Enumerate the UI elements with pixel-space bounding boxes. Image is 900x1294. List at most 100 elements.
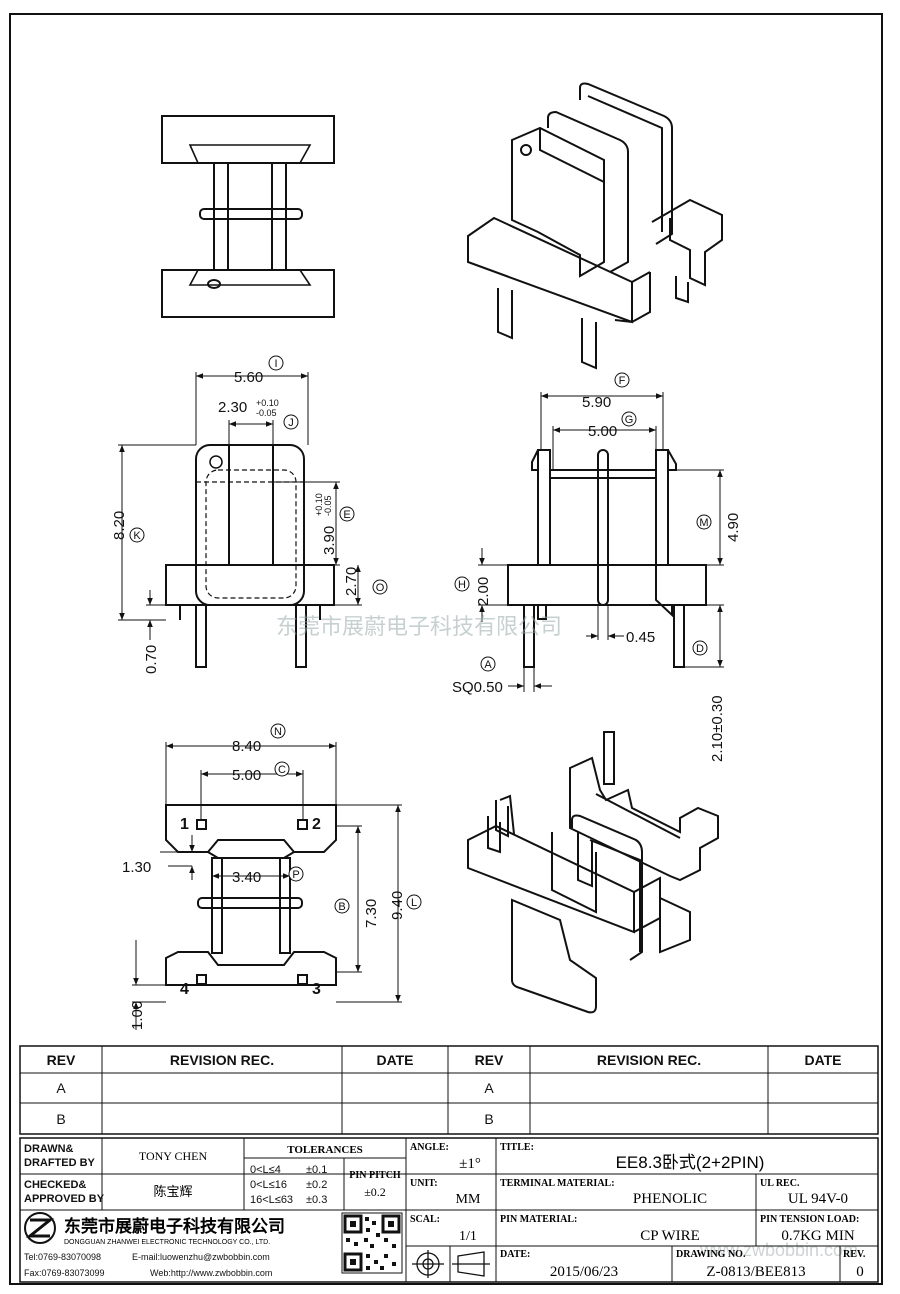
- angle-label: ANGLE:: [410, 1142, 449, 1153]
- tag-h: H: [458, 579, 466, 591]
- watermark-url: www.zwbobbin.com: [699, 1240, 858, 1260]
- dim-d: 2.10±0.30: [709, 695, 726, 762]
- tolerances-label: TOLERANCES: [287, 1144, 363, 1156]
- company-web: Web:http://www.zwbobbin.com: [150, 1268, 272, 1278]
- dim-h: 2.00: [475, 577, 492, 606]
- title-label: TITLE:: [500, 1142, 534, 1153]
- checked-label-line2: APPROVED BY: [24, 1193, 105, 1205]
- dim-n: 8.40: [232, 738, 261, 755]
- tol-value-2: ±0.2: [306, 1179, 327, 1191]
- date-value: 2015/06/23: [550, 1264, 618, 1280]
- rev-header-rev-1: REV: [47, 1052, 76, 1068]
- dim-g: 5.00: [588, 423, 617, 440]
- front-view: [118, 372, 362, 668]
- scale-value: 1/1: [459, 1229, 477, 1244]
- bottom-view: [132, 742, 402, 1030]
- rev-row-a-2: A: [484, 1080, 494, 1096]
- isometric-view-top: [467, 82, 723, 370]
- tag-i: I: [274, 358, 277, 370]
- company-email: E-mail:luowenzhu@zwbobbin.com: [132, 1252, 270, 1262]
- tag-o: O: [376, 582, 385, 594]
- date-label: DATE:: [500, 1249, 530, 1260]
- rev-row-a-1: A: [56, 1080, 66, 1096]
- side-view: [478, 392, 724, 692]
- unit-value: MM: [456, 1192, 481, 1207]
- dim-f: 5.90: [582, 394, 611, 411]
- tag-c: C: [278, 764, 286, 776]
- drawn-value: TONY CHEN: [139, 1149, 208, 1163]
- tag-k: K: [133, 530, 141, 542]
- pin-material-label: PIN MATERIAL:: [500, 1214, 577, 1225]
- dim-k: 8.20: [111, 511, 128, 540]
- pin-label-3: 3: [312, 981, 321, 998]
- dim-a: SQ0.50: [452, 679, 503, 696]
- company-name-cn: 东莞市展蔚电子科技有限公司: [64, 1216, 285, 1236]
- pin-pitch-value: ±0.2: [364, 1185, 386, 1199]
- dim-130: 1.30: [122, 859, 151, 876]
- tol-value-1: ±0.1: [306, 1164, 327, 1176]
- drawn-label-line2: DRAFTED BY: [24, 1157, 96, 1169]
- tag-n: N: [274, 726, 282, 738]
- dim-100: 1.00: [129, 1001, 146, 1030]
- checked-value: 陈宝辉: [153, 1184, 192, 1199]
- pin-label-1: 1: [180, 816, 189, 833]
- tag-e: E: [343, 509, 350, 521]
- tag-p: P: [292, 869, 299, 881]
- checked-label-line1: CHECKED&: [24, 1179, 86, 1191]
- tag-m: M: [699, 517, 708, 529]
- rev-row-b-1: B: [56, 1111, 65, 1127]
- tag-l: L: [411, 897, 417, 909]
- angle-value: ±1°: [459, 1156, 481, 1172]
- title-value: EE8.3卧式(2+2PIN): [616, 1153, 765, 1172]
- dim-e: 3.90: [321, 526, 338, 555]
- sheet-border: [9, 13, 883, 1285]
- dim-i: 5.60: [234, 369, 263, 386]
- company-logo-icon: [24, 1212, 56, 1244]
- dim-e-tol-dn: -0.05: [323, 495, 333, 516]
- dim-j-tol-dn: -0.05: [256, 408, 277, 418]
- dim-j: 2.30: [218, 399, 247, 416]
- tag-f: F: [619, 375, 626, 387]
- rev-row-b-2: B: [484, 1111, 493, 1127]
- dim-j-tol-up: +0.10: [256, 398, 279, 408]
- isometric-view-bottom: [467, 731, 719, 1014]
- unit-label: UNIT:: [410, 1178, 438, 1189]
- top-view: [161, 115, 335, 318]
- dim-b: 7.30: [363, 899, 380, 928]
- scale-label: SCAL:: [410, 1214, 440, 1225]
- rev-header-date-1: DATE: [376, 1052, 413, 1068]
- dim-045: 0.45: [626, 629, 655, 646]
- dim-c: 5.00: [232, 767, 261, 784]
- qr-code-icon: [341, 1212, 403, 1274]
- rev-header-date-2: DATE: [804, 1052, 841, 1068]
- projection-symbol-icon: [412, 1250, 490, 1278]
- pin-label-4: 4: [180, 981, 189, 998]
- ul-rec-label: UL REC.: [760, 1178, 800, 1189]
- pin-material-value: CP WIRE: [640, 1228, 700, 1244]
- dim-p: 3.40: [232, 869, 261, 886]
- dim-m: 4.90: [725, 513, 742, 542]
- terminal-material-value: PHENOLIC: [633, 1191, 707, 1207]
- dim-o: 2.70: [343, 567, 360, 596]
- pin-tension-value: 0.7KG MIN: [781, 1228, 854, 1244]
- pin-pitch-label: PIN PITCH: [349, 1170, 401, 1181]
- tag-g: G: [625, 414, 634, 426]
- company-tel: Tel:0769-83070098: [24, 1252, 101, 1262]
- company-fax: Fax:0769-83073099: [24, 1268, 105, 1278]
- ul-rec-value: UL 94V-0: [788, 1191, 848, 1207]
- tol-value-3: ±0.3: [306, 1194, 327, 1206]
- rev-label: REV.: [843, 1249, 866, 1260]
- rev-header-rec-2: REVISION REC.: [597, 1052, 701, 1068]
- tag-d: D: [696, 643, 704, 655]
- tag-j: J: [288, 417, 294, 429]
- tol-range-3: 16<L≤63: [250, 1194, 293, 1206]
- drawn-label-line1: DRAWN&: [24, 1143, 74, 1155]
- rev-header-rev-2: REV: [475, 1052, 504, 1068]
- drawing-no-value: Z-0813/BEE813: [706, 1264, 805, 1280]
- terminal-material-label: TERMINAL MATERIAL:: [500, 1178, 615, 1189]
- dimension-labels: 5.60 2.30 +0.10 -0.05 8.20 3.90 +0.10 -0…: [111, 369, 742, 1030]
- dim-l: 9.40: [389, 891, 406, 920]
- dim-e-tol-up: +0.10: [314, 493, 324, 516]
- company-name-en: DONGGUAN ZHANWEI ELECTRONIC TECHNOLOGY C…: [64, 1239, 270, 1246]
